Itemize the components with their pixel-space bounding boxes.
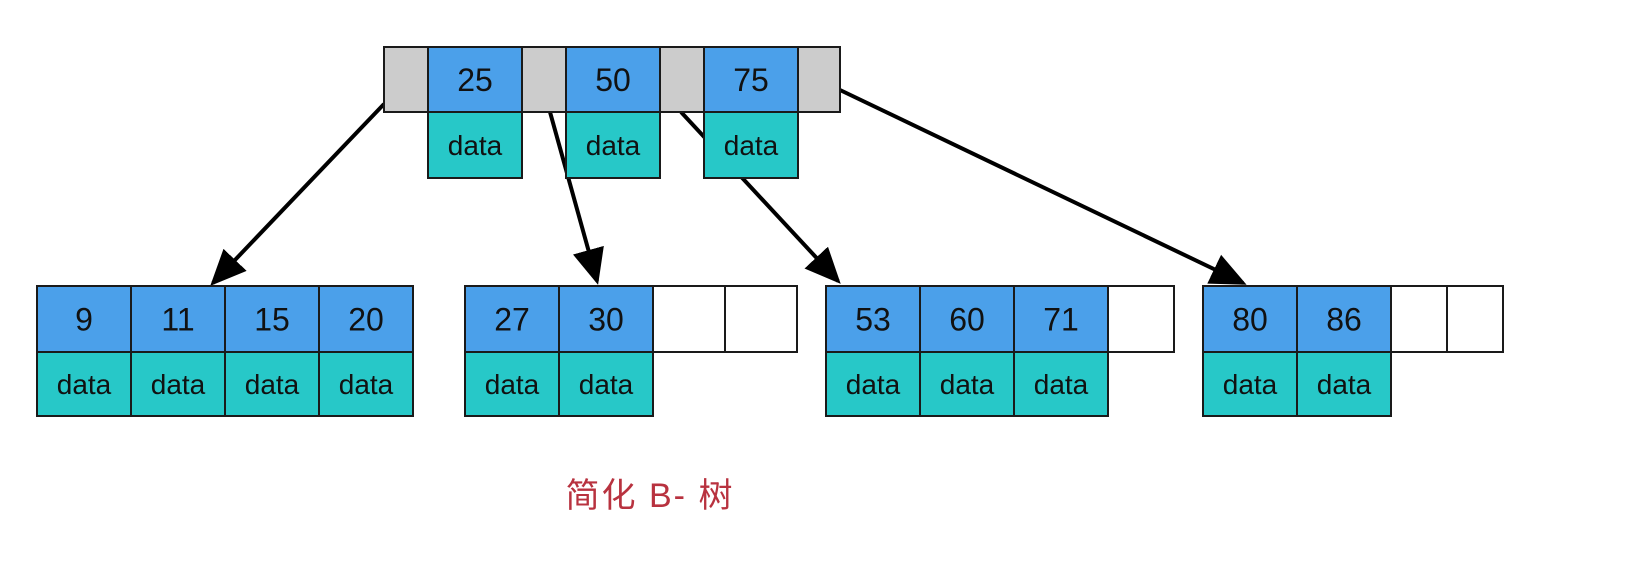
empty-key-slot <box>1390 285 1448 353</box>
pointer-arrow <box>839 88 1247 285</box>
data-cell-label: data <box>245 369 300 400</box>
key-cell-label: 11 <box>161 302 194 338</box>
data-cell <box>1202 351 1298 417</box>
key-cell-label: 30 <box>588 302 624 338</box>
leaf-node: 80 data 86 data <box>1202 285 1504 417</box>
pointer-arrow <box>210 102 386 286</box>
data-cell <box>919 351 1015 417</box>
leaf-node: 53 data 60 data 71 data <box>825 285 1175 417</box>
key-cell-label: 25 <box>457 62 493 98</box>
pointer-cell <box>521 46 567 113</box>
data-cell <box>464 351 560 417</box>
key-cell <box>919 285 1015 353</box>
empty-key-slot <box>652 285 726 353</box>
key-cell <box>464 285 560 353</box>
data-cell <box>558 351 654 417</box>
diagram-caption: 简化 B- 树 <box>565 477 735 515</box>
data-cell-label: data <box>724 130 779 161</box>
data-cell-label: data <box>151 369 206 400</box>
data-cell-label: data <box>485 369 540 400</box>
key-cell-label: 75 <box>733 62 769 98</box>
data-cell-label: data <box>586 130 641 161</box>
key-cell <box>130 285 226 353</box>
key-cell-label: 80 <box>1232 302 1268 338</box>
root-node: 25 data 50 data 75 data <box>383 46 841 179</box>
data-cell <box>36 351 132 417</box>
key-cell-label: 20 <box>348 302 384 338</box>
data-cell <box>224 351 320 417</box>
leaf-node: 9 data 11 data 15 data 20 data <box>36 285 414 417</box>
data-cell <box>318 351 414 417</box>
key-cell-label: 53 <box>855 302 891 338</box>
pointer-cell <box>383 46 429 113</box>
leaf-nodes: 9 data 11 data 15 data 20 data 27 data 30 data 53 dat… <box>36 285 1504 417</box>
key-cell <box>224 285 320 353</box>
pointer-arrow <box>548 111 604 285</box>
data-cell <box>703 111 799 179</box>
pointer-cell <box>659 46 705 113</box>
key-cell <box>1013 285 1109 353</box>
data-cell <box>565 111 661 179</box>
data-cell-label: data <box>448 130 503 161</box>
key-cell <box>565 46 661 113</box>
empty-key-slot <box>1446 285 1504 353</box>
data-cell-label: data <box>339 369 394 400</box>
data-cell-label: data <box>579 369 634 400</box>
data-cell-label: data <box>940 369 995 400</box>
leaf-node: 27 data 30 data <box>464 285 798 417</box>
key-cell-label: 86 <box>1326 302 1362 338</box>
data-cell-label: data <box>57 369 112 400</box>
pointer-cell <box>797 46 841 113</box>
data-cell <box>427 111 523 179</box>
data-cell-label: data <box>846 369 901 400</box>
data-cell-label: data <box>1223 369 1278 400</box>
data-cell-label: data <box>1034 369 1089 400</box>
key-cell-label: 27 <box>494 302 530 338</box>
empty-key-slot <box>724 285 798 353</box>
empty-key-slot <box>1107 285 1175 353</box>
data-cell-label: data <box>1317 369 1372 400</box>
data-cell <box>130 351 226 417</box>
key-cell-label: 15 <box>254 302 290 338</box>
key-cell <box>318 285 414 353</box>
data-cell <box>825 351 921 417</box>
key-cell-label: 50 <box>595 62 631 98</box>
key-cell-label: 60 <box>949 302 985 338</box>
key-cell-label: 71 <box>1043 302 1079 338</box>
key-cell-label: 9 <box>75 302 93 338</box>
key-cell <box>825 285 921 353</box>
data-cell <box>1013 351 1109 417</box>
data-cell <box>1296 351 1392 417</box>
